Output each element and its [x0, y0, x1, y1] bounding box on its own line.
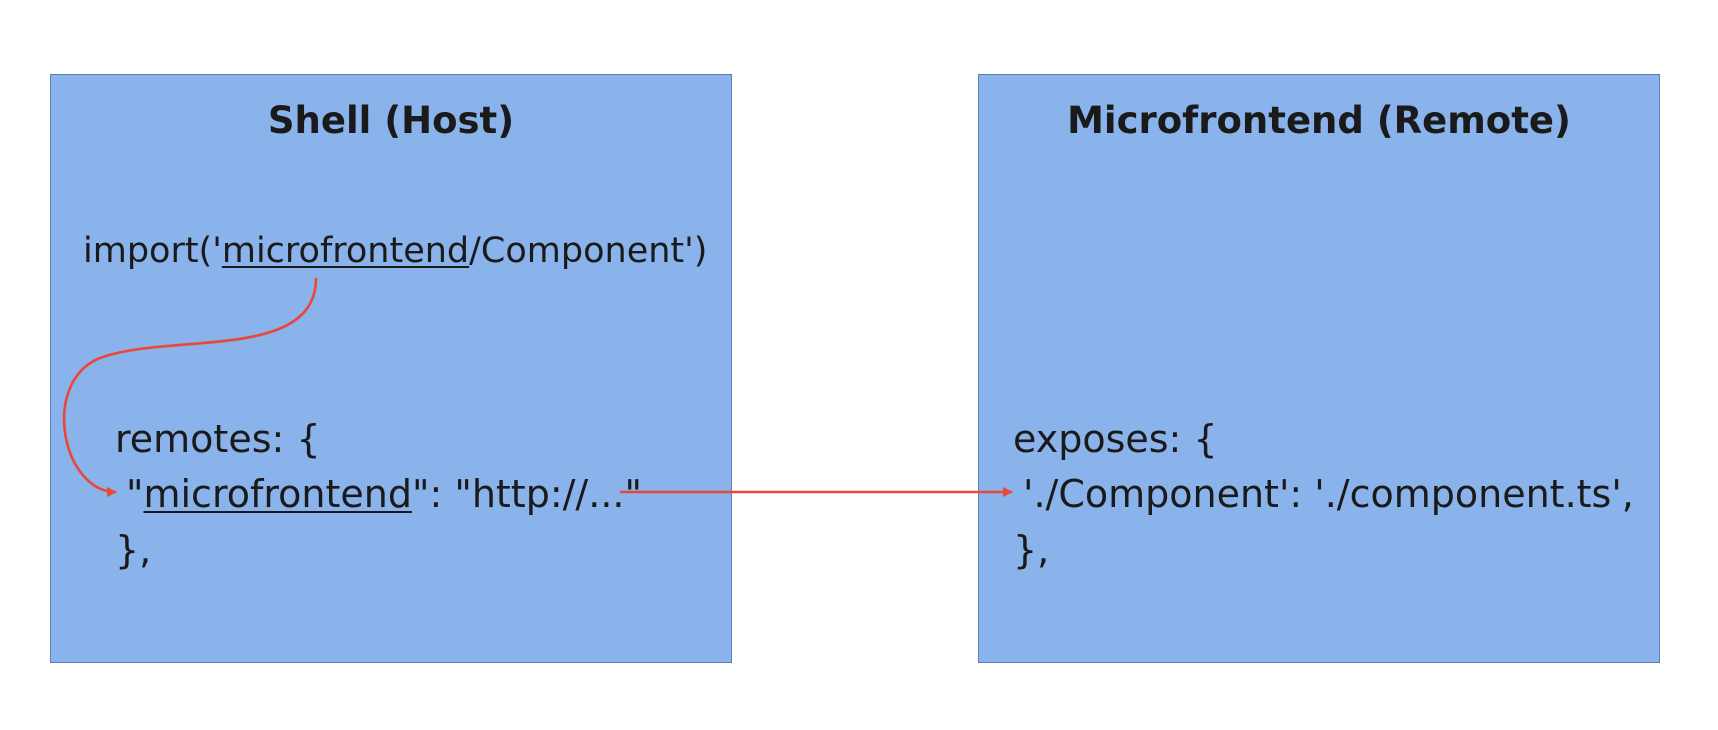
- remotes-close: },: [115, 528, 152, 572]
- import-module-name: microfrontend: [221, 231, 470, 271]
- remote-url: ": "http://...": [411, 472, 642, 516]
- microfrontend-remote-title: Microfrontend (Remote): [1067, 99, 1571, 142]
- exposes-close: },: [1013, 528, 1050, 572]
- remote-key: microfrontend: [143, 472, 412, 516]
- remotes-entry: "microfrontend": "http://...": [126, 475, 642, 513]
- exposes-open: exposes: {: [1013, 417, 1218, 461]
- remotes-open: remotes: {: [115, 417, 321, 461]
- shell-host-box: Shell (Host) import('microfrontend/Compo…: [50, 74, 732, 663]
- import-statement: import('microfrontend/Component'): [83, 234, 707, 269]
- import-prefix: import(': [83, 231, 222, 271]
- shell-host-title: Shell (Host): [267, 99, 515, 142]
- import-suffix: /Component'): [469, 231, 708, 271]
- microfrontend-remote-box: Microfrontend (Remote) exposes: { './Com…: [978, 74, 1660, 663]
- remote-quote-open: ": [126, 472, 144, 516]
- exposes-entry: './Component': './component.ts',: [1023, 472, 1634, 516]
